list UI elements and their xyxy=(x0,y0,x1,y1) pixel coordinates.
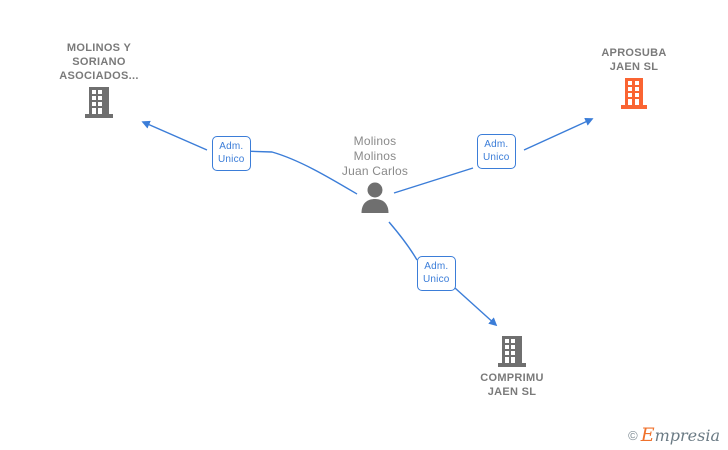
building-icon xyxy=(432,334,592,368)
building-icon xyxy=(554,76,714,110)
building-icon xyxy=(19,85,179,119)
edge-path-to-aprosuba-jaen-arrow xyxy=(523,117,594,151)
node-label-aprosuba-jaen: APROSUBA JAEN SL xyxy=(601,47,667,73)
node-aprosuba-jaen[interactable]: APROSUBA JAEN SL xyxy=(554,46,714,110)
edge-label-to-molinos-soriano[interactable]: Adm. Unico xyxy=(212,136,251,171)
node-label-molinos-soriano: MOLINOS Y SORIANO ASOCIADOS... xyxy=(59,42,139,82)
edge-path-to-comprimu-jaen xyxy=(388,221,418,261)
node-comprimu-jaen[interactable]: COMPRIMU JAEN SL xyxy=(432,334,592,399)
edge-path-to-comprimu-jaen-arrow xyxy=(454,287,498,327)
brand-wordmark: Empresia xyxy=(640,424,720,446)
brand-initial: E xyxy=(640,424,655,446)
node-label-comprimu-jaen: COMPRIMU JAEN SL xyxy=(480,372,544,398)
brand-rest: mpresia xyxy=(654,426,720,445)
node-label-molinos-juan-carlos: Molinos Molinos Juan Carlos xyxy=(341,134,409,178)
edge-label-to-aprosuba-jaen[interactable]: Adm. Unico xyxy=(477,134,516,169)
edge-path-to-molinos-soriano-arrow xyxy=(141,120,208,151)
person-icon xyxy=(295,181,455,213)
copyright-icon: © xyxy=(628,428,638,443)
node-molinos-soriano[interactable]: MOLINOS Y SORIANO ASOCIADOS... xyxy=(19,41,179,119)
node-molinos-juan-carlos[interactable]: Molinos Molinos Juan Carlos xyxy=(295,134,455,213)
empresia-watermark: © Empresia xyxy=(628,424,720,446)
edge-label-to-comprimu-jaen[interactable]: Adm. Unico xyxy=(417,256,456,291)
